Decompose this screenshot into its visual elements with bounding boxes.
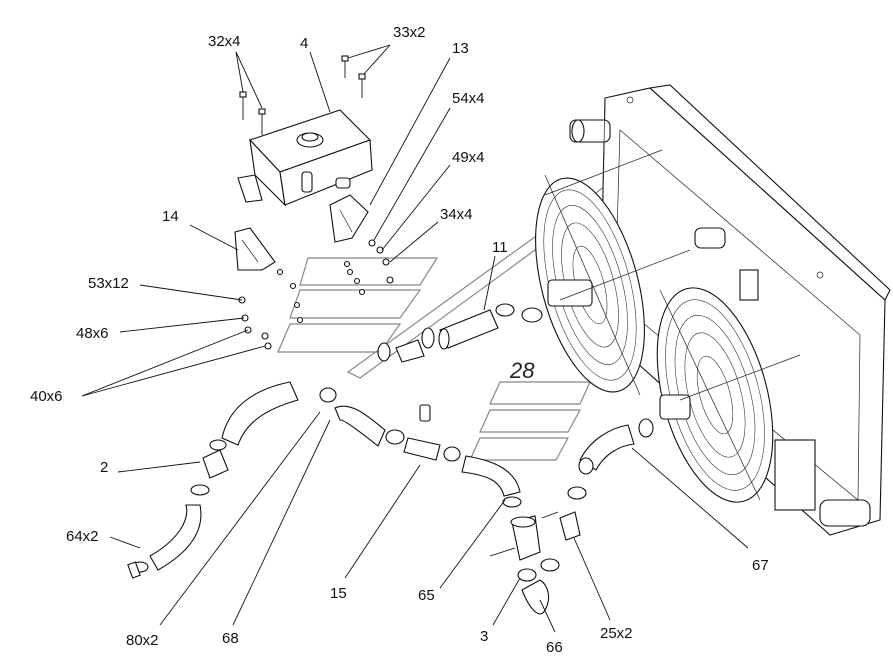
callout-14: 14 [162,208,179,225]
callout-48x6: 48x6 [76,325,109,342]
callout-labels: 32x4 4 33x2 13 54x4 49x4 34x4 14 11 53x1… [30,24,769,656]
callout-68: 68 [222,630,239,647]
callout-64x2: 64x2 [66,528,99,545]
elbow-3 [489,511,559,582]
lower-fan [656,287,801,503]
radiator-assembly [569,84,891,536]
hose-66 [521,558,560,615]
callout-34x4: 34x4 [440,206,473,223]
callout-54x4: 54x4 [452,90,485,107]
hose-67 [578,418,654,475]
callout-3: 3 [480,628,488,645]
callout-2: 2 [100,459,108,476]
tank-bolts [239,55,366,135]
hose-68 [319,387,461,462]
callout-11: 11 [492,239,508,256]
callout-15: 15 [330,585,347,602]
hose-11 [377,303,543,363]
expansion-tank [237,109,373,207]
sleeve-25 [559,486,587,541]
callout-53x12: 53x12 [88,275,129,292]
upper-fan [535,149,691,396]
callout-65: 65 [418,587,435,604]
callout-32x4: 32x4 [208,33,241,50]
leader-lines [81,44,749,633]
hardware-washers [238,239,394,350]
callout-67: 67 [752,557,769,574]
hose-2 [127,381,299,579]
bracket-14 [234,227,276,271]
bracket-13 [329,194,369,243]
callout-66: 66 [546,639,563,656]
callout-33x2: 33x2 [393,24,426,41]
callout-4: 4 [300,35,308,52]
callout-49x4: 49x4 [452,149,485,166]
watermark-text: 28 [509,358,535,383]
callout-80x2: 80x2 [126,632,159,649]
hose-65 [461,455,522,508]
callout-40x6: 40x6 [30,388,63,405]
callout-25x2: 25x2 [600,625,633,642]
callout-13: 13 [452,40,469,57]
